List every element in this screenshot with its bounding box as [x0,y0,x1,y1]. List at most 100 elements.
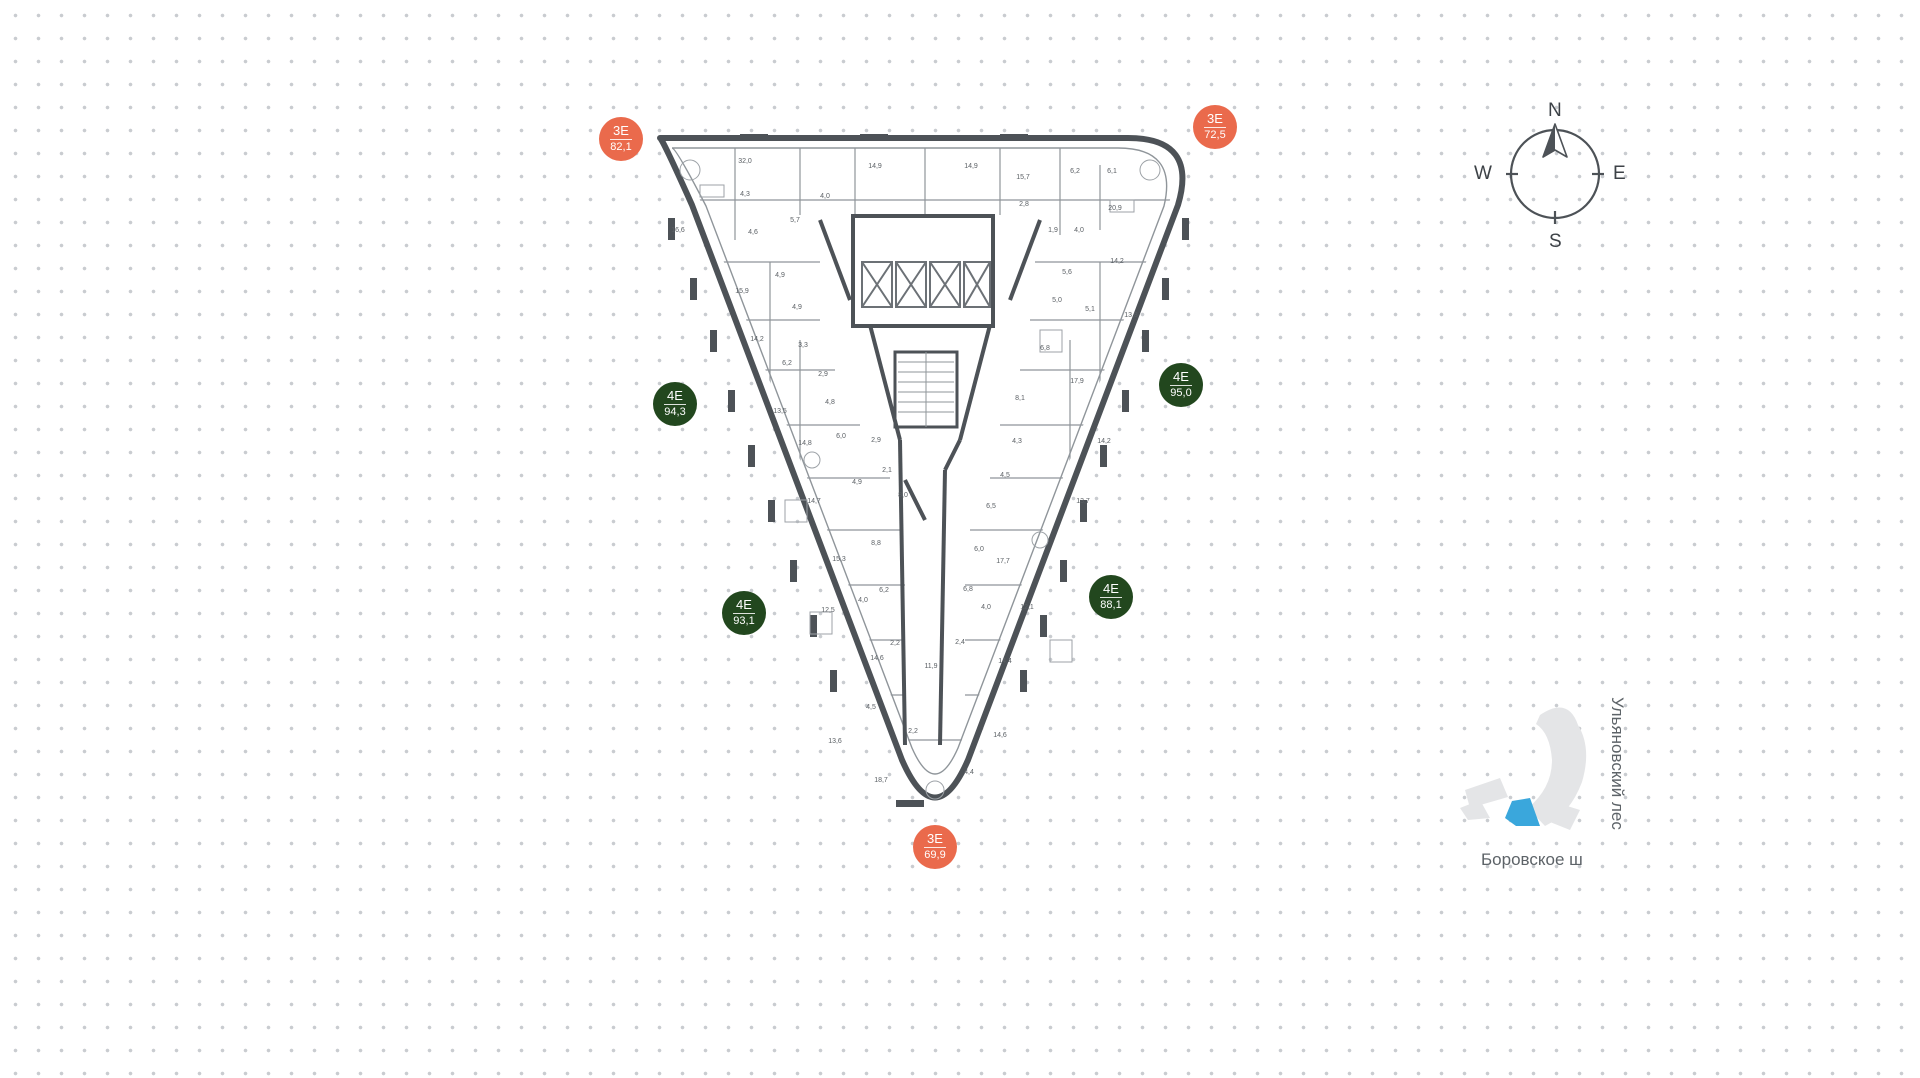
room-area-labels: 32,0 4,3 16,6 4,6 5,7 4,0 14,9 14,9 15,7… [671,158,1138,784]
room-area: 4,9 [775,272,785,279]
room-area: 6,8 [1040,345,1050,352]
room-area: 6,0 [836,433,846,440]
room-area: 2,2 [908,728,918,735]
compass-south-label: S [1549,231,1562,252]
apartment-area: 93,1 [733,615,755,627]
core-walls [818,214,1042,746]
room-area: 4,0 [1074,227,1084,234]
apartment-area: 72,5 [1204,129,1226,141]
stairwell [898,352,954,427]
apartment-badge-3e-82-1[interactable]: 3Е 82,1 [599,117,643,161]
compass-north-label: N [1548,100,1562,121]
room-area: 4,3 [1012,438,1022,445]
room-area: 6,2 [879,587,889,594]
apartment-type: 4Е [1170,370,1192,386]
room-area: 8,8 [871,540,881,547]
room-area: 17,9 [1070,378,1084,385]
room-area: 6,1 [1107,168,1117,175]
elevator-shafts [861,261,991,308]
room-area: 14,2 [1097,438,1111,445]
room-area: 15,3 [832,556,846,563]
room-area: 8,1 [1015,395,1025,402]
room-area: 32,0 [738,158,752,165]
room-area: 16,6 [671,227,685,234]
apartment-area: 94,3 [664,406,686,418]
room-area: 4,5 [866,704,876,711]
room-area: 13,5 [773,408,787,415]
room-area: 17,7 [996,558,1010,565]
room-area: 1,9 [1048,227,1058,234]
apartment-type: 4Е [733,598,755,614]
room-area: 2,9 [871,437,881,444]
room-area: 14,9 [868,163,882,170]
forest-shape [1528,707,1587,826]
room-area: 2,4 [955,639,965,646]
room-area: 6,5 [986,503,996,510]
compass-west-label: W [1474,163,1492,184]
neighborhood-shape [1465,778,1508,808]
room-area: 4,6 [748,229,758,236]
furniture [679,159,1161,800]
apartment-badge-4e-88-1[interactable]: 4Е 88,1 [1089,575,1133,619]
room-area: 5,1 [1085,306,1095,313]
room-area: 5,0 [1052,297,1062,304]
room-area: 4,0 [858,597,868,604]
room-area: 3,3 [798,342,808,349]
room-area: 14,4 [998,658,1012,665]
room-area: 15,9 [735,288,749,295]
room-area: 4,8 [825,399,835,406]
apartment-type: 3Е [1204,112,1226,128]
room-area: 2,8 [1019,201,1029,208]
room-area: 14,6 [870,655,884,662]
room-area: 6,8 [963,586,973,593]
apartment-badge-4e-95-0[interactable]: 4Е 95,0 [1159,363,1203,407]
north-arrow-icon [1542,123,1568,158]
apartment-badge-3e-72-5[interactable]: 3Е 72,5 [1193,105,1237,149]
room-area: 4,4 [964,769,974,776]
building-site-marker-icon [1505,798,1540,826]
location-context [1460,707,1587,830]
neighborhood-shape [1548,800,1580,830]
room-area: 12,5 [821,607,835,614]
room-area: 4,0 [981,604,991,611]
apartment-area: 95,0 [1170,387,1192,399]
room-area: 14,8 [798,440,812,447]
room-area: 18,7 [874,777,888,784]
room-area: 5,7 [790,217,800,224]
apartment-area: 69,9 [924,849,946,861]
apartment-type: 4Е [1100,582,1122,598]
room-area: 5,6 [1062,269,1072,276]
apartment-area: 88,1 [1100,599,1122,611]
room-area: 2,9 [818,371,828,378]
apartment-type: 3Е [610,124,632,140]
apartment-type: 4Е [664,389,686,405]
room-area: 13,7 [1076,498,1090,505]
room-area: 14,9 [964,163,978,170]
room-area: 12,1 [1020,604,1034,611]
room-area: 4,5 [1000,472,1010,479]
room-area: 2,1 [882,467,892,474]
apartment-badge-4e-94-3[interactable]: 4Е 94,3 [653,382,697,426]
room-area: 14,2 [1110,258,1124,265]
room-area: 6,2 [782,360,792,367]
building-inner-outline [671,147,1168,775]
neighborhood-shape [1460,800,1490,820]
room-area: 6,0 [974,546,984,553]
room-area: 13,8 [1124,312,1138,319]
room-area: 6,2 [1070,168,1080,175]
facade-windows [668,134,1189,807]
compass [1506,123,1604,224]
apartment-area: 82,1 [610,141,632,153]
room-area: 14,6 [993,732,1007,739]
apartment-type: 3Е [924,832,946,848]
room-area: 4,0 [820,193,830,200]
building-outline [657,135,1186,801]
room-area: 8,0 [898,492,908,499]
compass-east-label: E [1613,163,1626,184]
room-area: 14,2 [750,336,764,343]
room-area: 4,3 [740,191,750,198]
apartment-badge-4e-93-1[interactable]: 4Е 93,1 [722,591,766,635]
room-area: 4,9 [852,479,862,486]
apartment-badge-3e-69-9[interactable]: 3Е 69,9 [913,825,957,869]
